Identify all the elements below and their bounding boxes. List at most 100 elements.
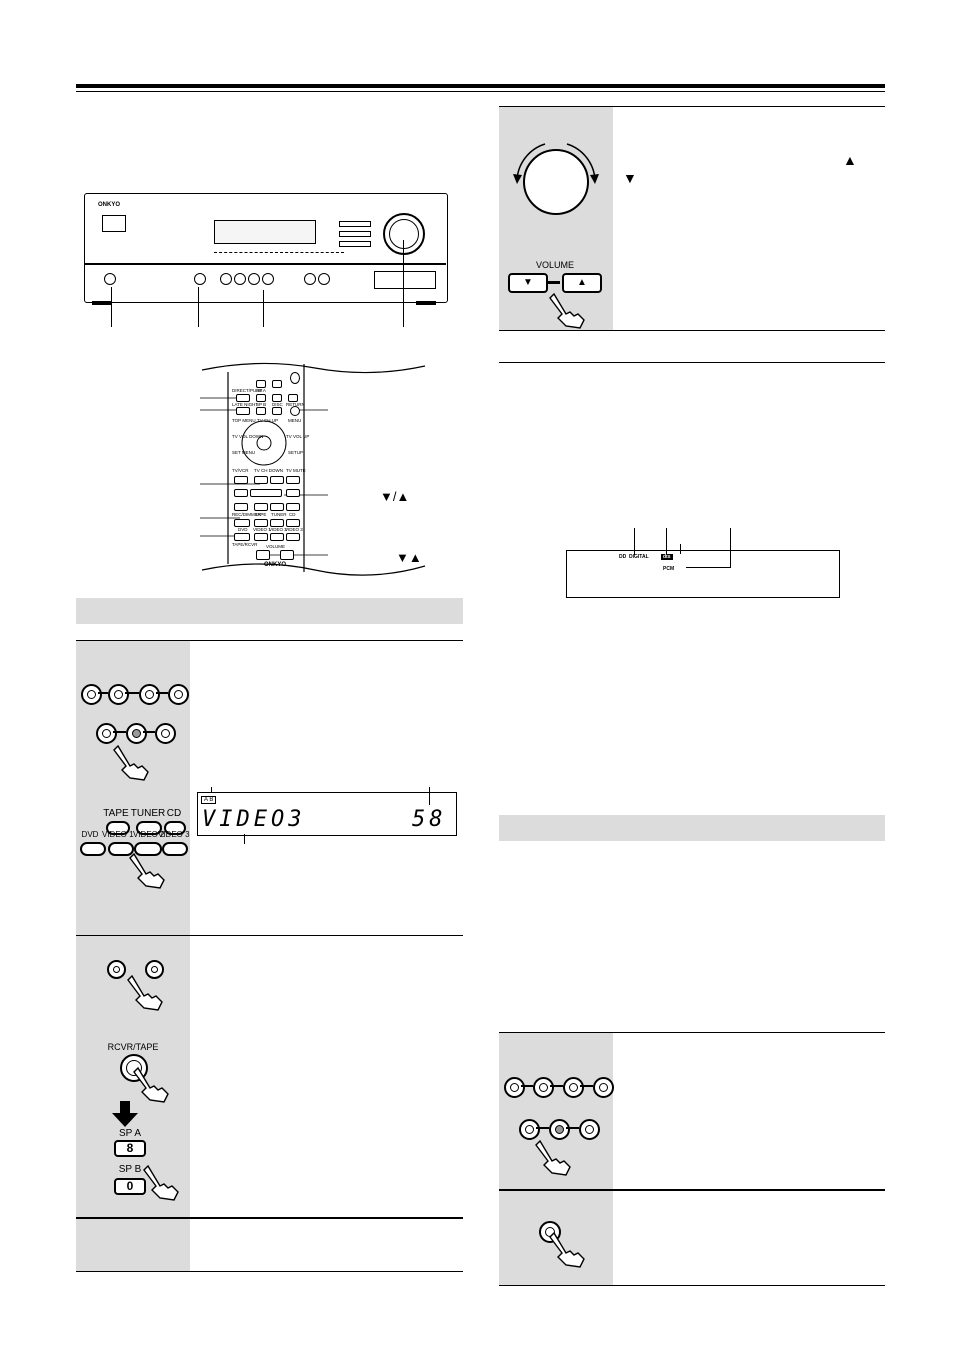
finger-press-icon (549, 292, 585, 329)
source-knob[interactable] (593, 1077, 614, 1098)
source-knob[interactable] (108, 684, 129, 705)
remote-key[interactable] (272, 394, 282, 402)
callout-line (211, 787, 212, 793)
remote-key-label: LATE NIGHT (232, 402, 259, 407)
tuner-key[interactable] (270, 519, 284, 527)
source-knob[interactable] (504, 1077, 525, 1098)
remote-volume-up[interactable] (280, 550, 294, 560)
format-display: DD DIGITAL dts PCM (566, 550, 840, 598)
video3-label: VIDEO 3 (158, 830, 190, 839)
volume-label: VOLUME (535, 260, 574, 270)
section-heading-bar (76, 598, 463, 624)
remote-key[interactable] (256, 394, 266, 402)
source-knob[interactable] (519, 1119, 540, 1140)
sp-a-key[interactable] (236, 394, 250, 402)
step-divider (499, 330, 885, 331)
volume-up-button[interactable]: ▲ (562, 273, 602, 293)
remote-brand: ONKYO (264, 562, 287, 568)
remote-volume-down[interactable] (256, 550, 270, 560)
callout-line (666, 528, 667, 555)
headphone-jack[interactable] (104, 273, 116, 285)
tape-key[interactable] (254, 519, 268, 527)
remote-key[interactable] (234, 476, 248, 484)
master-volume-knob[interactable] (383, 213, 425, 255)
source-knob[interactable] (579, 1119, 600, 1140)
remote-key-label: MENU (288, 418, 302, 423)
remote-key[interactable] (250, 489, 282, 497)
remote-key-label: TV/VCR (232, 468, 249, 473)
down-arrow-glyph: ▼ (623, 170, 637, 186)
return-key[interactable] (290, 406, 300, 416)
finger-press-icon (143, 1164, 179, 1201)
dvd-key[interactable] (234, 533, 250, 541)
remote-key[interactable] (272, 407, 282, 415)
remote-key[interactable] (286, 489, 300, 497)
video3-button[interactable] (162, 842, 188, 856)
video1-key[interactable] (254, 533, 268, 541)
callout-line (244, 834, 245, 844)
cd-button[interactable] (164, 821, 186, 835)
dvd-button[interactable] (80, 842, 106, 856)
dolby-icon: DD (619, 554, 627, 560)
section-heading-bar (499, 815, 885, 841)
tape-button[interactable] (106, 821, 130, 835)
video2-button[interactable] (134, 842, 162, 856)
right-buttons (339, 221, 371, 249)
remote-key[interactable] (256, 407, 266, 415)
remote-key[interactable] (286, 476, 300, 484)
remote-key-label: REC/DIMMER (232, 512, 261, 517)
sp-a-button[interactable]: 8 (114, 1140, 146, 1157)
volume-dial-icon (513, 143, 599, 215)
sp-a-label: SP A (118, 1128, 142, 1139)
remote-key[interactable] (234, 489, 248, 497)
callout-line (429, 787, 430, 805)
speaker-knob[interactable] (145, 960, 164, 979)
source-knob[interactable] (96, 723, 117, 744)
source-knob[interactable] (549, 1119, 570, 1140)
sp-b-key[interactable] (236, 407, 250, 415)
volume-arrows-callout: ▼▲ (396, 550, 422, 565)
up-arrow-glyph: ▲ (843, 152, 857, 168)
cd-key[interactable] (286, 519, 300, 527)
remote-key[interactable] (254, 476, 268, 484)
source-knob[interactable] (563, 1077, 584, 1098)
callout-line (634, 528, 635, 555)
sp-b-button[interactable]: 0 (114, 1178, 146, 1195)
volume-down-button[interactable]: ▼ (508, 273, 548, 293)
callout-line (680, 544, 681, 554)
step-divider (499, 1032, 885, 1033)
remote-key[interactable] (234, 503, 248, 511)
source-knob[interactable] (168, 684, 189, 705)
power-button[interactable] (102, 215, 126, 232)
rec-dimmer-key[interactable] (234, 519, 250, 527)
rcvr-tape-button[interactable] (120, 1054, 148, 1082)
video1-button[interactable] (108, 842, 134, 856)
finger-press-icon (535, 1139, 571, 1176)
video2-key[interactable] (270, 533, 284, 541)
remote-key-label: RETURN (286, 402, 305, 407)
remote-key[interactable] (270, 503, 284, 511)
receiver-front-panel: ONKYO (84, 193, 448, 305)
remote-key-label: SP A (256, 388, 266, 393)
remote-key[interactable] (288, 394, 298, 402)
video3-key[interactable] (286, 533, 300, 541)
source-knob[interactable] (126, 723, 147, 744)
video2-label: VIDEO 2 (133, 830, 165, 839)
tuner-button[interactable] (136, 821, 162, 835)
remote-key[interactable] (286, 503, 300, 511)
source-knob[interactable] (533, 1077, 554, 1098)
step-divider (76, 640, 463, 641)
sp-b-label: SP B (118, 1164, 142, 1175)
remote-key-label: DIRECT/PURE (232, 388, 263, 393)
remote-key[interactable] (270, 476, 284, 484)
remote-key[interactable] (254, 503, 268, 511)
source-knob[interactable] (81, 684, 102, 705)
remote-control: DIRECT/PURE SP A LATE NIGHT SP B DISC RE… (200, 358, 430, 578)
source-knob[interactable] (155, 723, 176, 744)
down-arrow-icon (112, 1101, 138, 1127)
source-knob[interactable] (139, 684, 160, 705)
digital-indicator: DIGITAL (629, 554, 649, 560)
section-divider (499, 362, 885, 363)
finger-press-icon (133, 1066, 169, 1103)
speaker-knob[interactable] (107, 960, 126, 979)
